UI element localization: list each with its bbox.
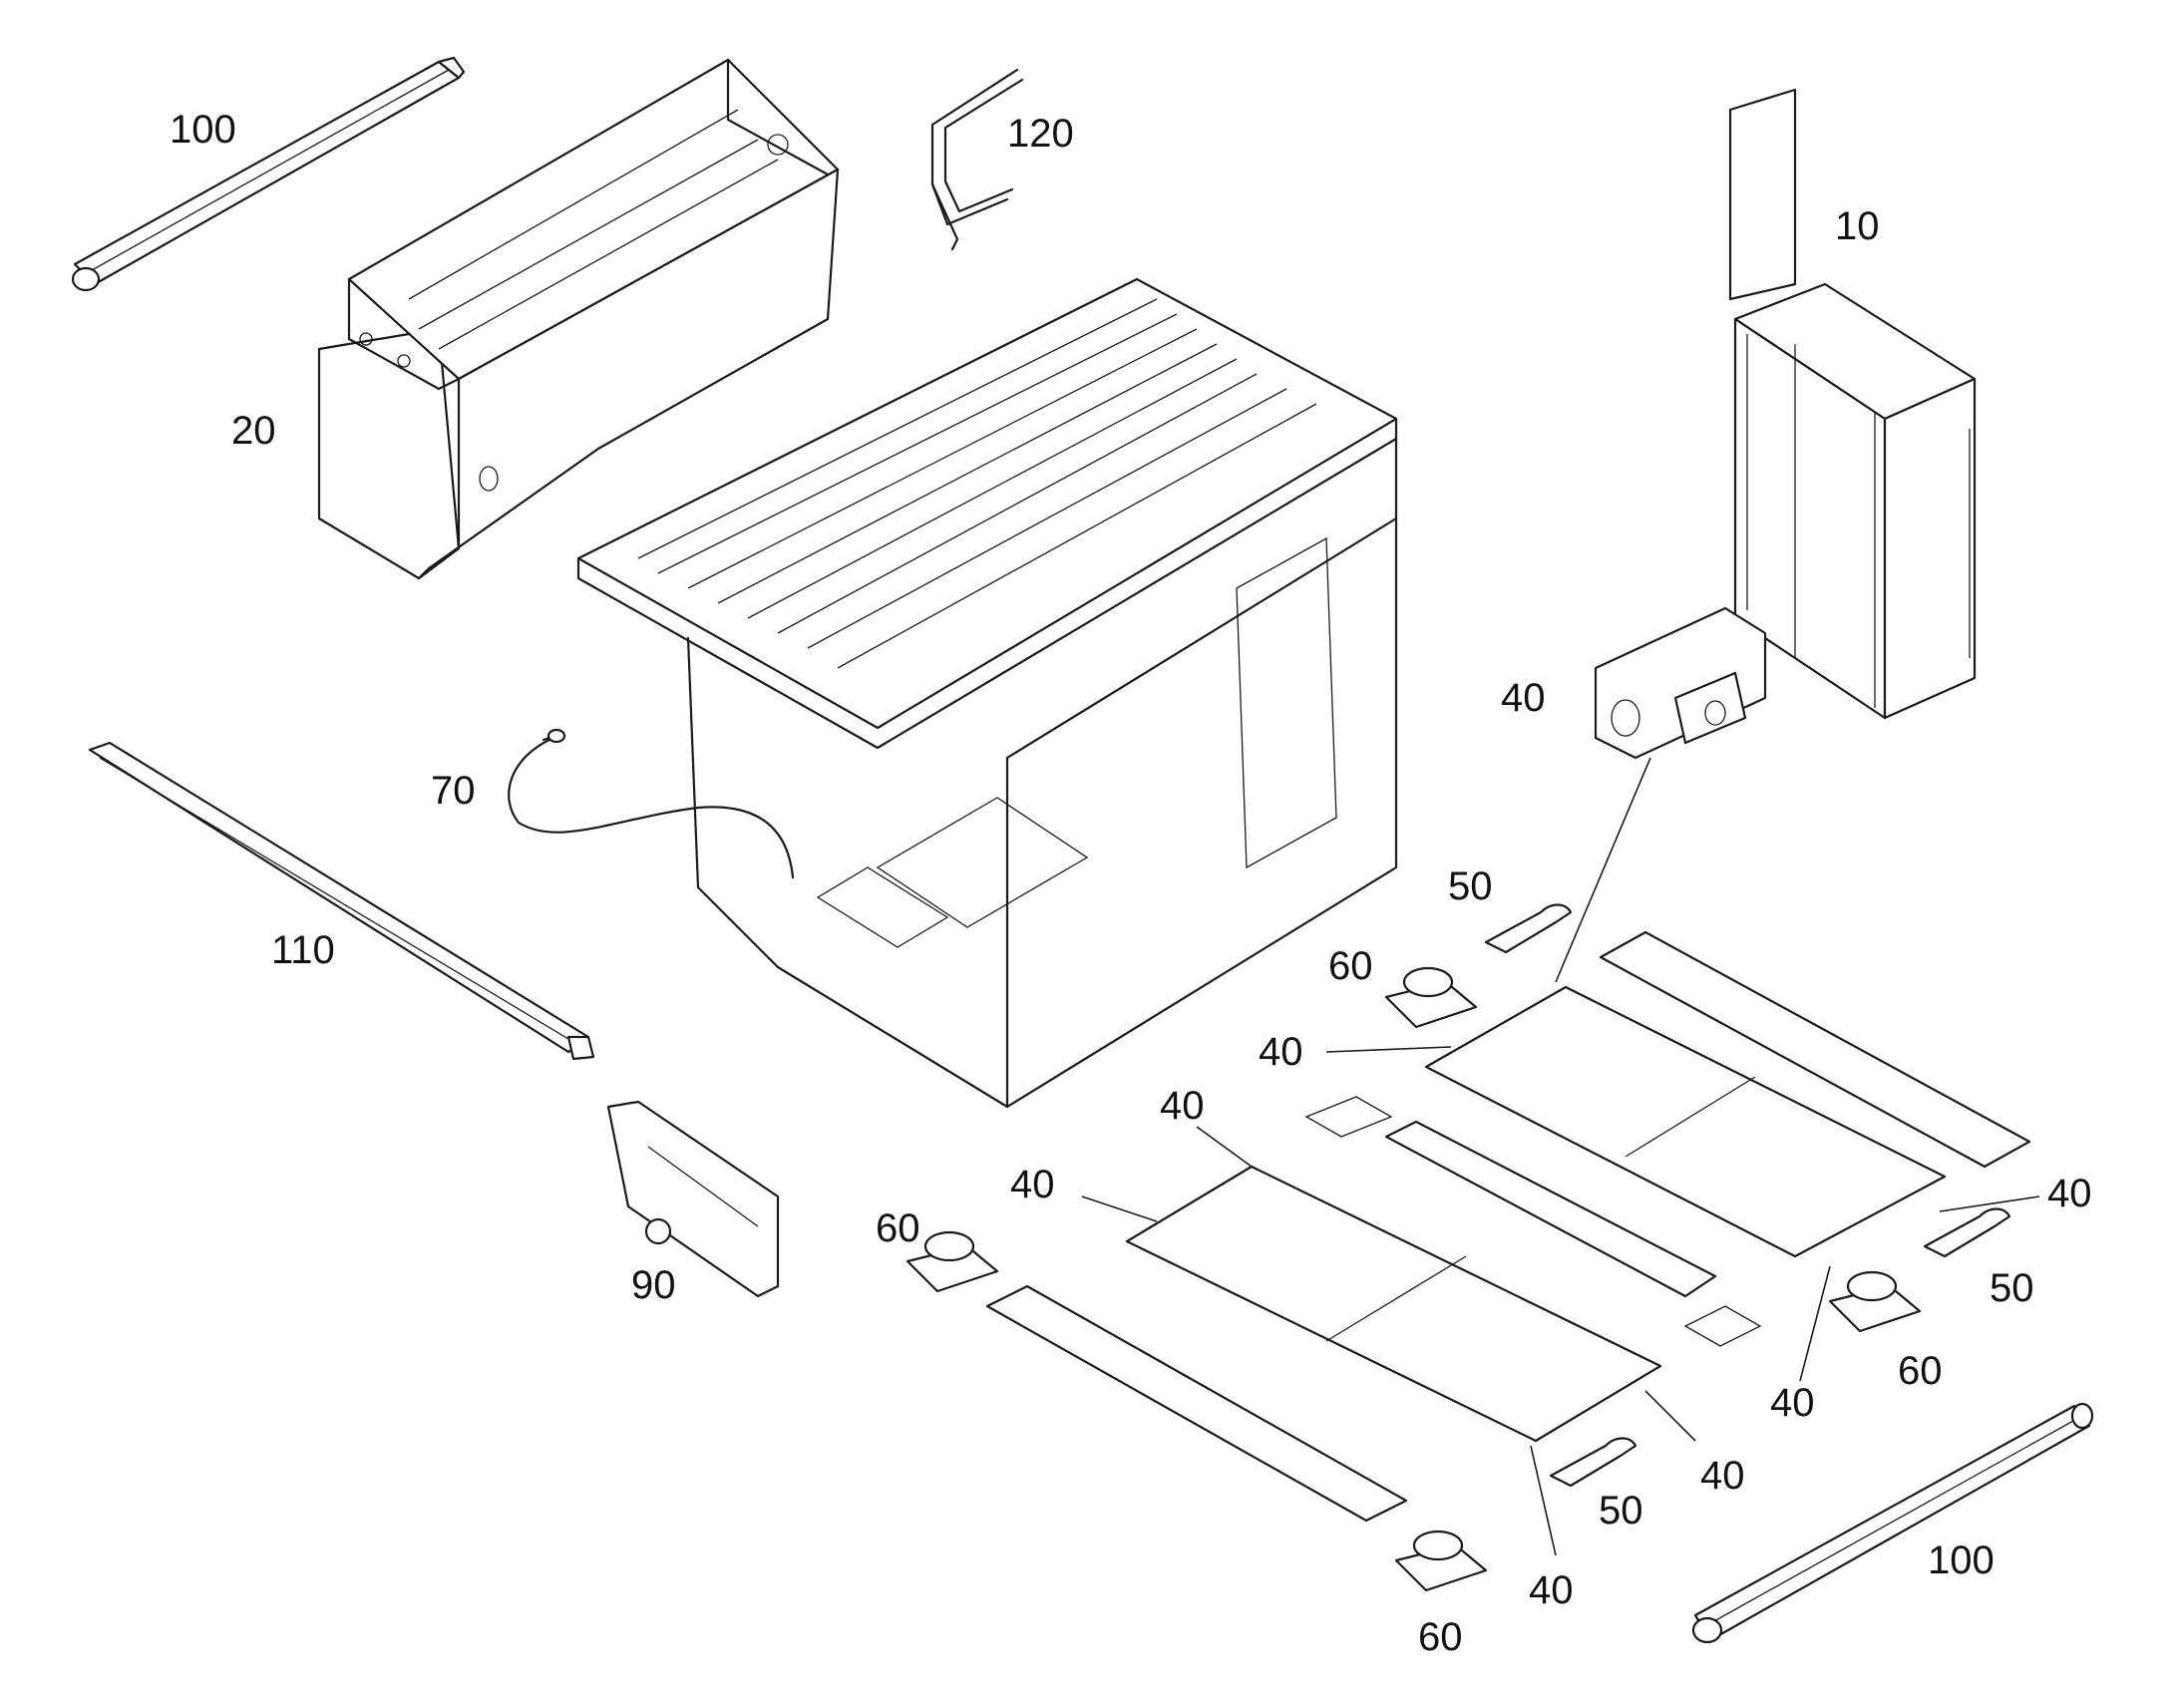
- floor-panel-lower: [985, 1096, 1762, 1523]
- floor-panel-upper: [1384, 930, 2031, 1298]
- callout-120: 120: [1007, 112, 1074, 156]
- tube-part-100-bottom: [1691, 1402, 2094, 1644]
- callout-40-lower-left: 40: [1010, 1163, 1055, 1206]
- mount-part-60-a: [1384, 966, 1478, 1029]
- callout-70: 70: [431, 769, 476, 813]
- handle-part-50-c: [1549, 1437, 1637, 1488]
- callout-50-right: 50: [1990, 1266, 2034, 1310]
- block-part-40: [1594, 606, 1767, 760]
- tube-part-110: [88, 741, 595, 1061]
- mount-part-60-d: [1394, 1530, 1488, 1592]
- leader-lines: [1081, 757, 2040, 1556]
- callout-60-bottom: 60: [1418, 1615, 1463, 1659]
- callout-50-upper: 50: [1448, 864, 1493, 908]
- callout-labels: 100 120 10 20 40 70 50 110 60 40 40 40 4…: [170, 108, 2092, 1659]
- housing-part-20: [317, 58, 840, 580]
- cable-part-70: [508, 728, 795, 879]
- callout-40-bottom: 40: [1529, 1568, 1574, 1612]
- callout-60-right: 60: [1898, 1349, 1943, 1393]
- callout-40-bottom-right: 40: [1770, 1381, 1815, 1425]
- callout-100-top: 100: [170, 108, 236, 152]
- callout-40-block: 40: [1501, 676, 1546, 720]
- cabinet-part-10: [1728, 88, 1977, 720]
- callout-100-bottom: 100: [1928, 1538, 1995, 1582]
- callout-40-right: 40: [2047, 1172, 2092, 1215]
- bracket-part-120: [930, 68, 1024, 251]
- handle-part-50-b: [1923, 1207, 2011, 1258]
- callout-40-bottom-mid: 40: [1700, 1454, 1745, 1498]
- callout-40-upper-left: 40: [1259, 1030, 1303, 1074]
- callout-10: 10: [1835, 204, 1880, 248]
- cab-frame: [576, 277, 1398, 1109]
- mount-part-60-c: [1828, 1270, 1922, 1333]
- callout-60-left: 60: [876, 1206, 920, 1250]
- mount-part-60-b: [906, 1230, 999, 1293]
- tube-part-100-top: [71, 56, 466, 292]
- callout-50-bottom: 50: [1599, 1489, 1643, 1533]
- callout-110: 110: [271, 928, 335, 972]
- mirror-part-90: [606, 1100, 780, 1298]
- callout-40-lower-top: 40: [1160, 1084, 1205, 1128]
- handle-part-50-a: [1484, 903, 1573, 954]
- callout-20: 20: [231, 409, 276, 453]
- callout-90: 90: [631, 1263, 676, 1307]
- callout-60-upper: 60: [1328, 944, 1373, 988]
